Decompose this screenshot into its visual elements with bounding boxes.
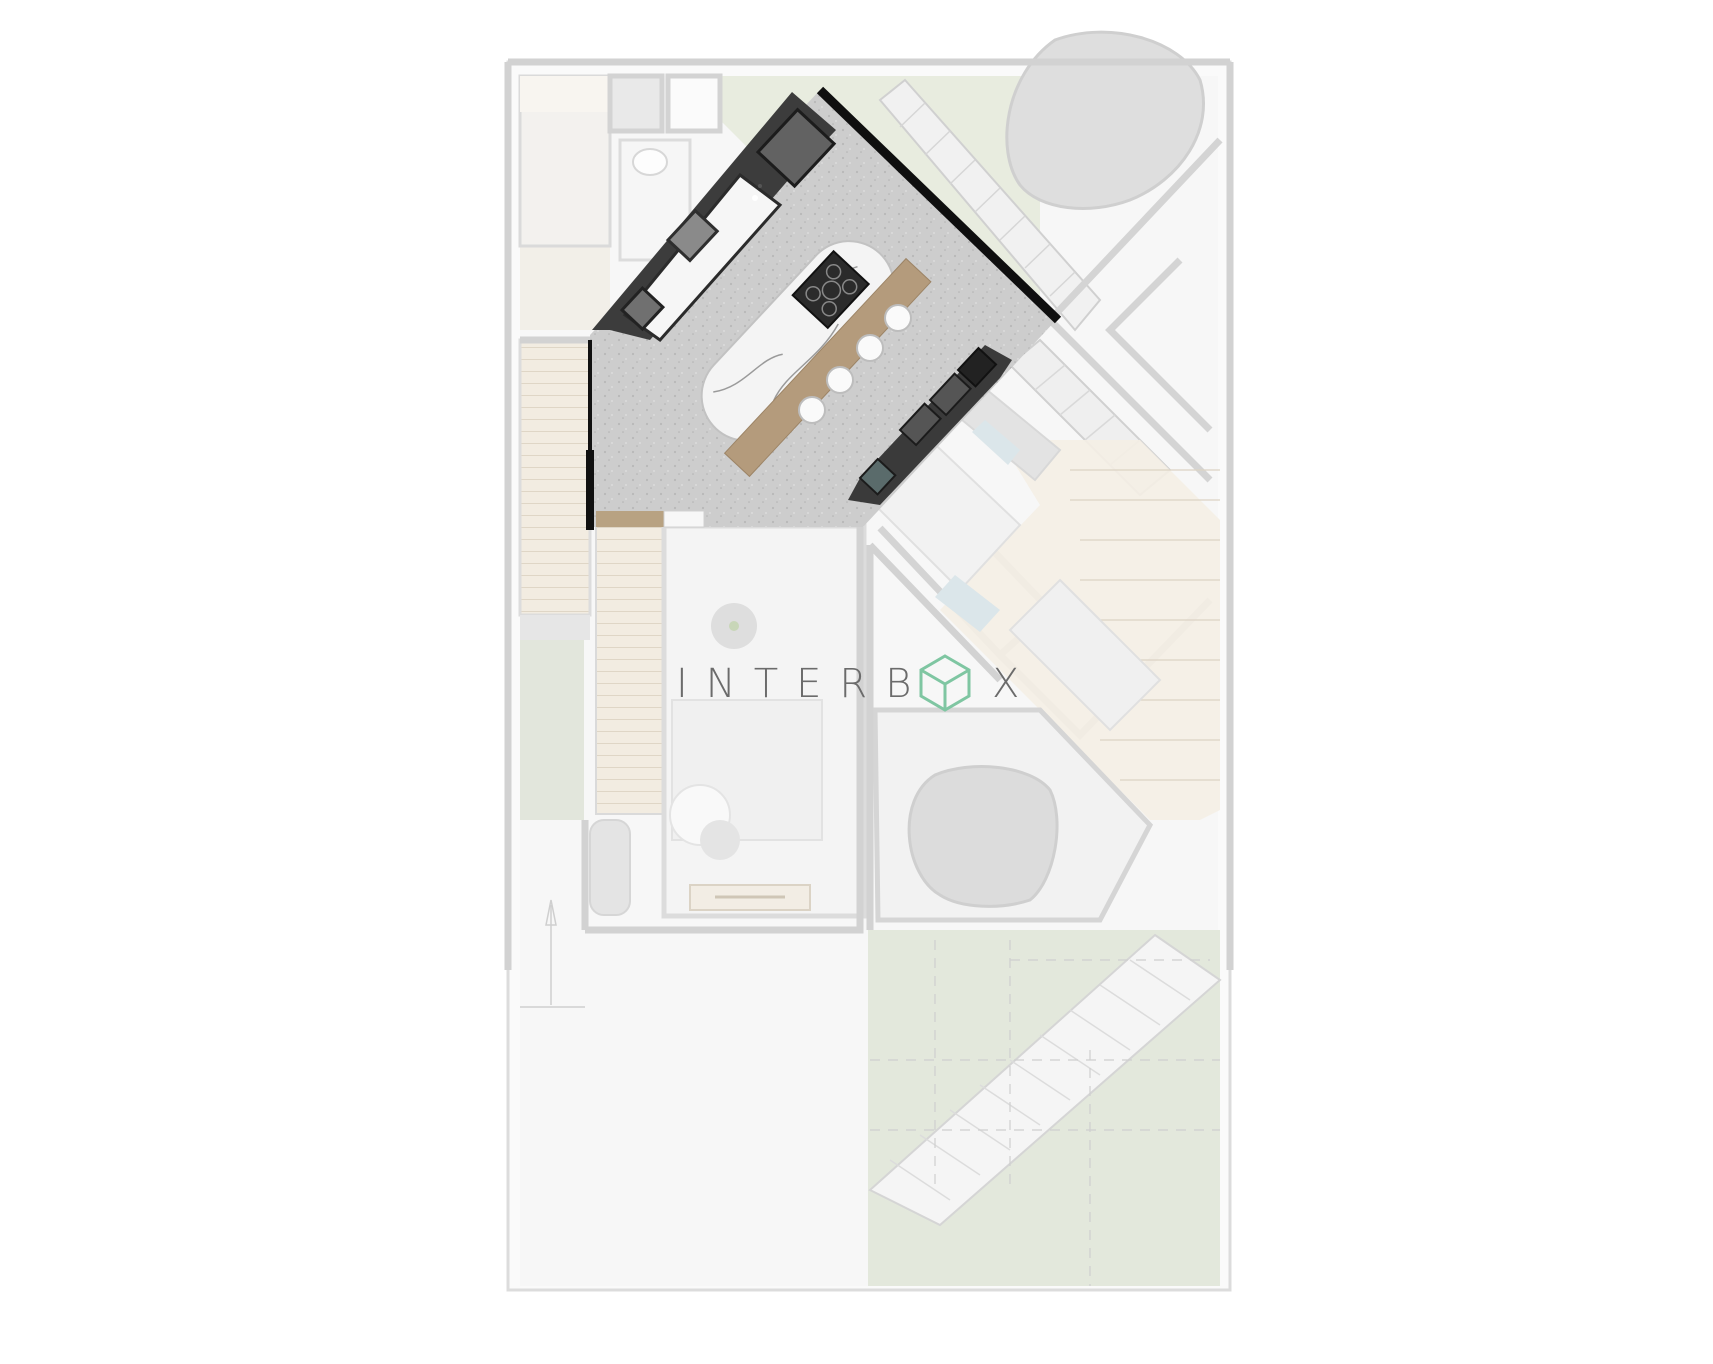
entry-arrow-icon — [520, 899, 585, 1008]
cabinet-accent — [858, 457, 897, 496]
cooktop-small — [619, 285, 666, 332]
wood-threshold — [596, 511, 664, 527]
boulder-bottom — [907, 765, 1059, 908]
left-rooms — [518, 73, 723, 815]
kitchen-island — [700, 240, 932, 478]
living-area — [589, 523, 867, 919]
sink — [665, 208, 720, 263]
boulder-top — [1005, 30, 1205, 210]
refrigerator — [755, 107, 837, 189]
deck-stairs-bottom — [868, 933, 1222, 1286]
bar-stools — [798, 304, 912, 424]
bedroom-right — [858, 378, 1220, 820]
lower-courtyard — [872, 707, 1154, 923]
kitchen-wall-dark — [816, 86, 1062, 324]
counter-top-upper — [622, 172, 783, 343]
kitchen — [586, 86, 1062, 530]
island-cooktop — [791, 249, 871, 330]
walls-faded — [504, 58, 1234, 970]
